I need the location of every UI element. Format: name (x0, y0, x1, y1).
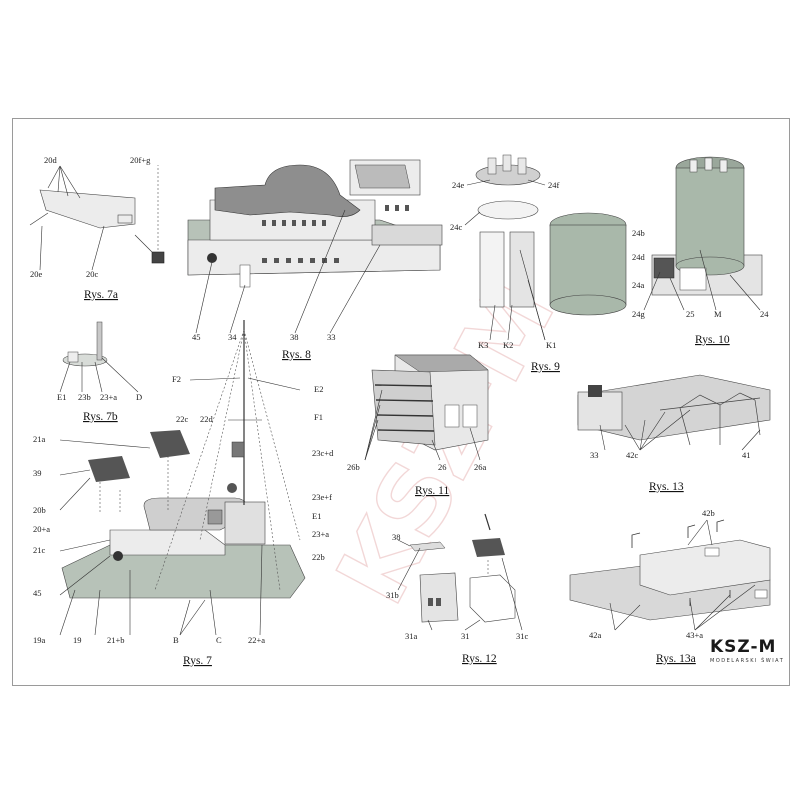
figure-8 (187, 159, 443, 334)
figure-7b (59, 321, 139, 393)
label-21a: 21a (33, 434, 46, 444)
label-26: 26 (438, 462, 447, 472)
label-34: 34 (228, 332, 237, 342)
label-20c: 20c (86, 269, 99, 279)
caption-rys-11: Rys. 11 (415, 485, 450, 497)
figure-13 (577, 374, 771, 451)
label-22c: 22c (176, 414, 189, 424)
label-k3: K3 (478, 340, 488, 350)
label-20e: 20e (30, 269, 43, 279)
caption-rys-8: Rys. 8 (282, 349, 311, 361)
caption-rys-7a: Rys. 7a (84, 289, 118, 301)
label-k1: K1 (546, 340, 556, 350)
label-20b: 20b (33, 505, 46, 515)
label-e1-rys7: E1 (312, 511, 321, 521)
label-21b: 21+b (107, 635, 125, 645)
label-41: 41 (742, 450, 751, 460)
label-42a: 42a (589, 630, 602, 640)
label-24: 24 (760, 309, 769, 319)
label-31: 31 (461, 631, 470, 641)
label-31c: 31c (516, 631, 529, 641)
label-e2: E2 (314, 384, 323, 394)
label-24g: 24g (632, 309, 646, 319)
label-20a: 20+a (33, 524, 50, 534)
label-22a: 22+a (248, 635, 265, 645)
figure-11 (364, 354, 489, 461)
label-19a: 19a (33, 635, 46, 645)
label-45-rys8: 45 (192, 332, 201, 342)
label-42b: 42b (702, 508, 715, 518)
figure-10 (643, 156, 763, 311)
label-38: 38 (290, 332, 299, 342)
figure-9 (464, 154, 627, 341)
label-e1-rys7b: E1 (57, 392, 66, 402)
caption-rys-9: Rys. 9 (531, 361, 560, 373)
label-b: B (173, 635, 179, 645)
label-23a-rys7: 23+a (312, 529, 329, 539)
label-45-rys7: 45 (33, 588, 42, 598)
label-39: 39 (33, 468, 42, 478)
label-22d: 22d (200, 414, 214, 424)
label-d: D (136, 392, 142, 402)
label-24a: 24a (632, 280, 645, 290)
figure-7 (59, 320, 306, 636)
label-k2: K2 (503, 340, 513, 350)
label-26a: 26a (474, 462, 487, 472)
label-24f: 24f (548, 180, 560, 190)
figure-12 (397, 513, 523, 631)
label-24e: 24e (452, 180, 465, 190)
label-22b: 22b (312, 552, 325, 562)
label-23cd: 23c+d (312, 448, 334, 458)
caption-rys-7: Rys. 7 (183, 655, 212, 667)
label-f2: F2 (172, 374, 181, 384)
brand-subtitle: MODELARSKI ŚWIAT (710, 657, 784, 664)
label-19: 19 (73, 635, 82, 645)
label-31b: 31b (386, 590, 399, 600)
label-24b: 24b (632, 228, 645, 238)
caption-rys-13a: Rys. 13a (656, 653, 696, 665)
caption-rys-10: Rys. 10 (695, 334, 730, 346)
label-23a-rys7b: 23+a (100, 392, 117, 402)
label-26b: 26b (347, 462, 360, 472)
label-20d: 20d (44, 155, 58, 165)
label-43a: 43+a (686, 630, 703, 640)
label-m: M (714, 309, 722, 319)
label-24c: 24c (450, 222, 463, 232)
caption-rys-13: Rys. 13 (649, 481, 684, 493)
caption-rys-7b: Rys. 7b (83, 411, 118, 423)
label-33-rys13: 33 (590, 450, 599, 460)
label-23ef: 23e+f (312, 492, 332, 502)
label-21c: 21c (33, 545, 46, 555)
label-f1: F1 (314, 412, 323, 422)
label-38-rys12: 38 (392, 532, 401, 542)
caption-rys-12: Rys. 12 (462, 653, 497, 665)
label-31a: 31a (405, 631, 418, 641)
label-24d: 24d (632, 252, 646, 262)
figure-13a (569, 519, 771, 631)
label-20fg: 20f+g (130, 155, 151, 165)
label-42c: 42c (626, 450, 639, 460)
label-c: C (216, 635, 222, 645)
figure-7a (29, 165, 165, 271)
label-25: 25 (686, 309, 695, 319)
label-23b: 23b (78, 392, 91, 402)
brand-logo: KSZ-M (710, 637, 776, 657)
label-33-rys8: 33 (327, 332, 336, 342)
